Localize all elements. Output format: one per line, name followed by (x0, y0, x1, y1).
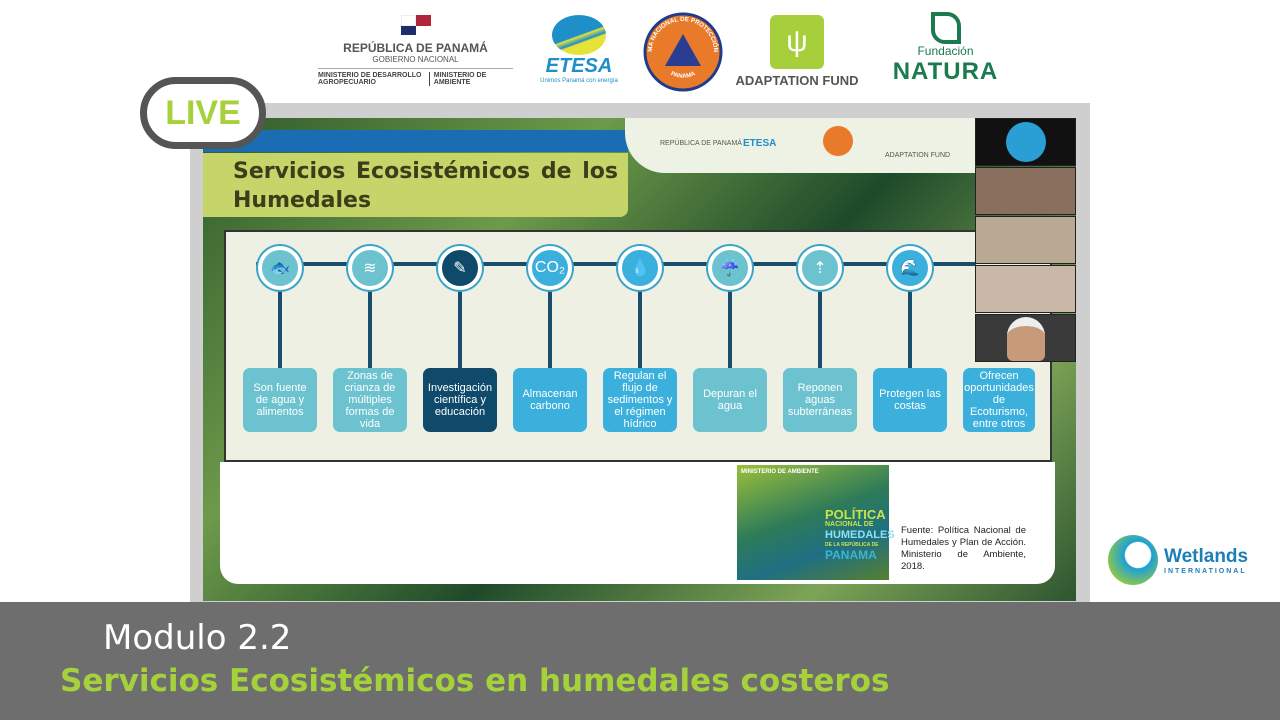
ministry-agro: MINISTERIO DE DESARROLLO AGROPECUARIO (318, 72, 422, 86)
strip-logo-etesa: ETESA (743, 138, 777, 149)
service-box: Protegen las costas (873, 368, 947, 432)
service-box: Regulan el flujo de sedimentos y el régi… (603, 368, 677, 432)
civil-protection-logo: SISTEMA NACIONAL DE PROTECCIÓN CIVIL PAN… (641, 7, 723, 92)
slide-header-bar (203, 130, 628, 152)
drops-icon: ☔ (708, 246, 752, 290)
etesa-name: ETESA (545, 55, 613, 77)
cover-line2: NACIONAL DE (825, 521, 874, 528)
wetlands-name: Wetlands (1164, 545, 1249, 567)
wetlands-sub: INTERNATIONAL (1164, 567, 1247, 575)
live-label: LIVE (165, 93, 241, 132)
slide-footer-area (220, 462, 1055, 584)
civil-protection-country: PANAMA (670, 71, 697, 80)
participant-tile-logo[interactable] (975, 118, 1076, 166)
module-title: Servicios Ecosistémicos en humedales cos… (60, 663, 890, 699)
coast-icon: 🌊 (888, 246, 932, 290)
strip-logo-civil-protection (823, 126, 853, 156)
service-box: Investigación científica y educación (423, 368, 497, 432)
policy-cover-image: MINISTERIO DE AMBIENTE POLÍTICA NACIONAL… (737, 465, 895, 580)
strip-logo-adaptation-fund: ADAPTATION FUND (885, 152, 951, 159)
connector-line (256, 262, 976, 266)
connector-line (458, 272, 462, 368)
cover-line3: HUMEDALES (825, 529, 895, 541)
lower-third-bar (0, 602, 1280, 720)
service-box: Depuran el agua (693, 368, 767, 432)
ministry-ambiente: MINISTERIO DE AMBIENTE (428, 72, 513, 86)
slide-logo-strip: REPÚBLICA DE PANAMÁ ETESA ADAPTATION FUN… (625, 118, 975, 173)
connector-line (638, 272, 642, 368)
connector-line (818, 272, 822, 368)
svg-text:PANAMA: PANAMA (670, 71, 697, 80)
participant-tile[interactable] (975, 216, 1076, 264)
cover-line5: PANAMA (825, 548, 877, 562)
live-badge: LIVE (140, 77, 266, 149)
panama-government-logo: REPÚBLICA DE PANAMÁ GOBIERNO NACIONAL MI… (318, 15, 513, 97)
connector-line (548, 272, 552, 368)
natura-small: Fundación (917, 44, 974, 58)
source-citation: Fuente: Política Nacional de Humedales y… (901, 525, 1026, 572)
module-number: Modulo 2.2 (103, 618, 292, 658)
service-box: Zonas de crianza de múltiples formas de … (333, 368, 407, 432)
fish-icon: 🐟 (258, 246, 302, 290)
co2-icon: CO₂ (528, 246, 572, 290)
natura-big: NATURA (892, 58, 999, 85)
etesa-tagline: Unimos Panamá con energía (540, 78, 618, 84)
connector-line (728, 272, 732, 368)
research-icon: ✎ (438, 246, 482, 290)
cover-line1: POLÍTICA (825, 507, 886, 522)
panama-subtitle: GOBIERNO NACIONAL (372, 55, 459, 64)
panama-title: REPÚBLICA DE PANAMÁ (343, 41, 488, 55)
service-box: Ofrecen oportunidades de Ecoturismo, ent… (963, 368, 1035, 432)
strip-logo-panama: REPÚBLICA DE PANAMÁ (660, 140, 742, 147)
connector-line (278, 272, 282, 368)
etesa-logo: ETESA Unimos Panamá con energía (525, 15, 633, 87)
ecosystem-services-diagram: 🐟 Son fuente de agua y alimentos ≋ Zonas de… (224, 230, 1052, 462)
panama-flag-icon (400, 15, 431, 35)
cover-line4: DE LA REPÚBLICA DE (825, 542, 879, 548)
groundwater-icon: ⇡ (798, 246, 842, 290)
natura-logo: Fundación NATURA (878, 12, 1013, 86)
slide-title: Servicios Ecosistémicos de los Humedales (203, 153, 628, 217)
participant-tile[interactable] (975, 167, 1076, 215)
adaptation-fund-name: ADAPTATION FUND (735, 73, 859, 88)
participant-tile[interactable] (975, 314, 1076, 362)
adaptation-fund-logo: ψ ADAPTATION FUND (732, 15, 862, 88)
service-box: Reponen aguas subterráneas (783, 368, 857, 432)
service-box: Almacenan carbono (513, 368, 587, 432)
water-drop-icon: 💧 (618, 246, 662, 290)
triangle-icon (665, 34, 701, 66)
waves-icon: ≋ (348, 246, 392, 290)
connector-line (368, 272, 372, 368)
service-box: Son fuente de agua y alimentos (243, 368, 317, 432)
wetlands-international-logo: Wetlands INTERNATIONAL (1108, 535, 1248, 585)
cover-ministry: MINISTERIO DE AMBIENTE (741, 469, 819, 475)
participant-tile[interactable] (975, 265, 1076, 313)
connector-line (908, 272, 912, 368)
